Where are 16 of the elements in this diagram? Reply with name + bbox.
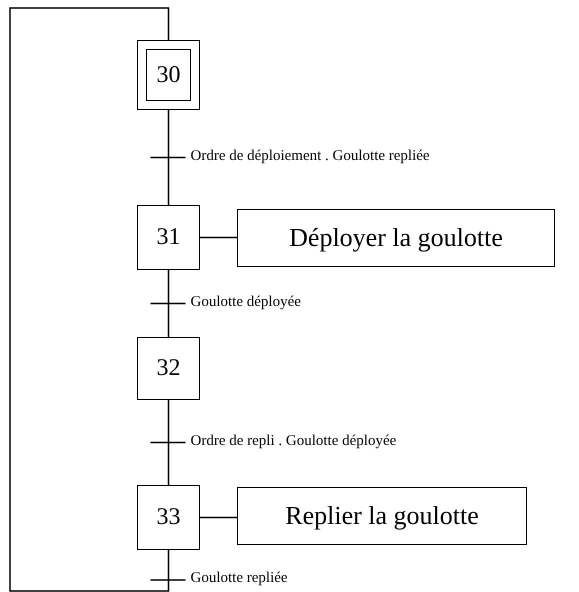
transition-condition: Ordre de repli . Goulotte déployée (190, 432, 396, 450)
connector-line (200, 516, 237, 518)
connector-line (168, 270, 170, 337)
action-box: Replier la goulotte (237, 487, 527, 545)
transition-condition: Ordre de déploiement . Goulotte repliée (190, 146, 430, 164)
initial-step-box: 30 (137, 40, 200, 110)
action-box: Déployer la goulotte (237, 209, 555, 267)
connector-line (168, 400, 170, 485)
connector-line (168, 110, 170, 205)
step-box: 31 (137, 205, 200, 270)
connector-line (200, 236, 237, 238)
transition-condition: Goulotte repliée (190, 569, 288, 587)
transition-condition: Goulotte déployée (190, 292, 301, 310)
connector-line (9, 7, 170, 592)
step-box: 33 (137, 485, 200, 550)
step-box: 32 (137, 337, 200, 400)
